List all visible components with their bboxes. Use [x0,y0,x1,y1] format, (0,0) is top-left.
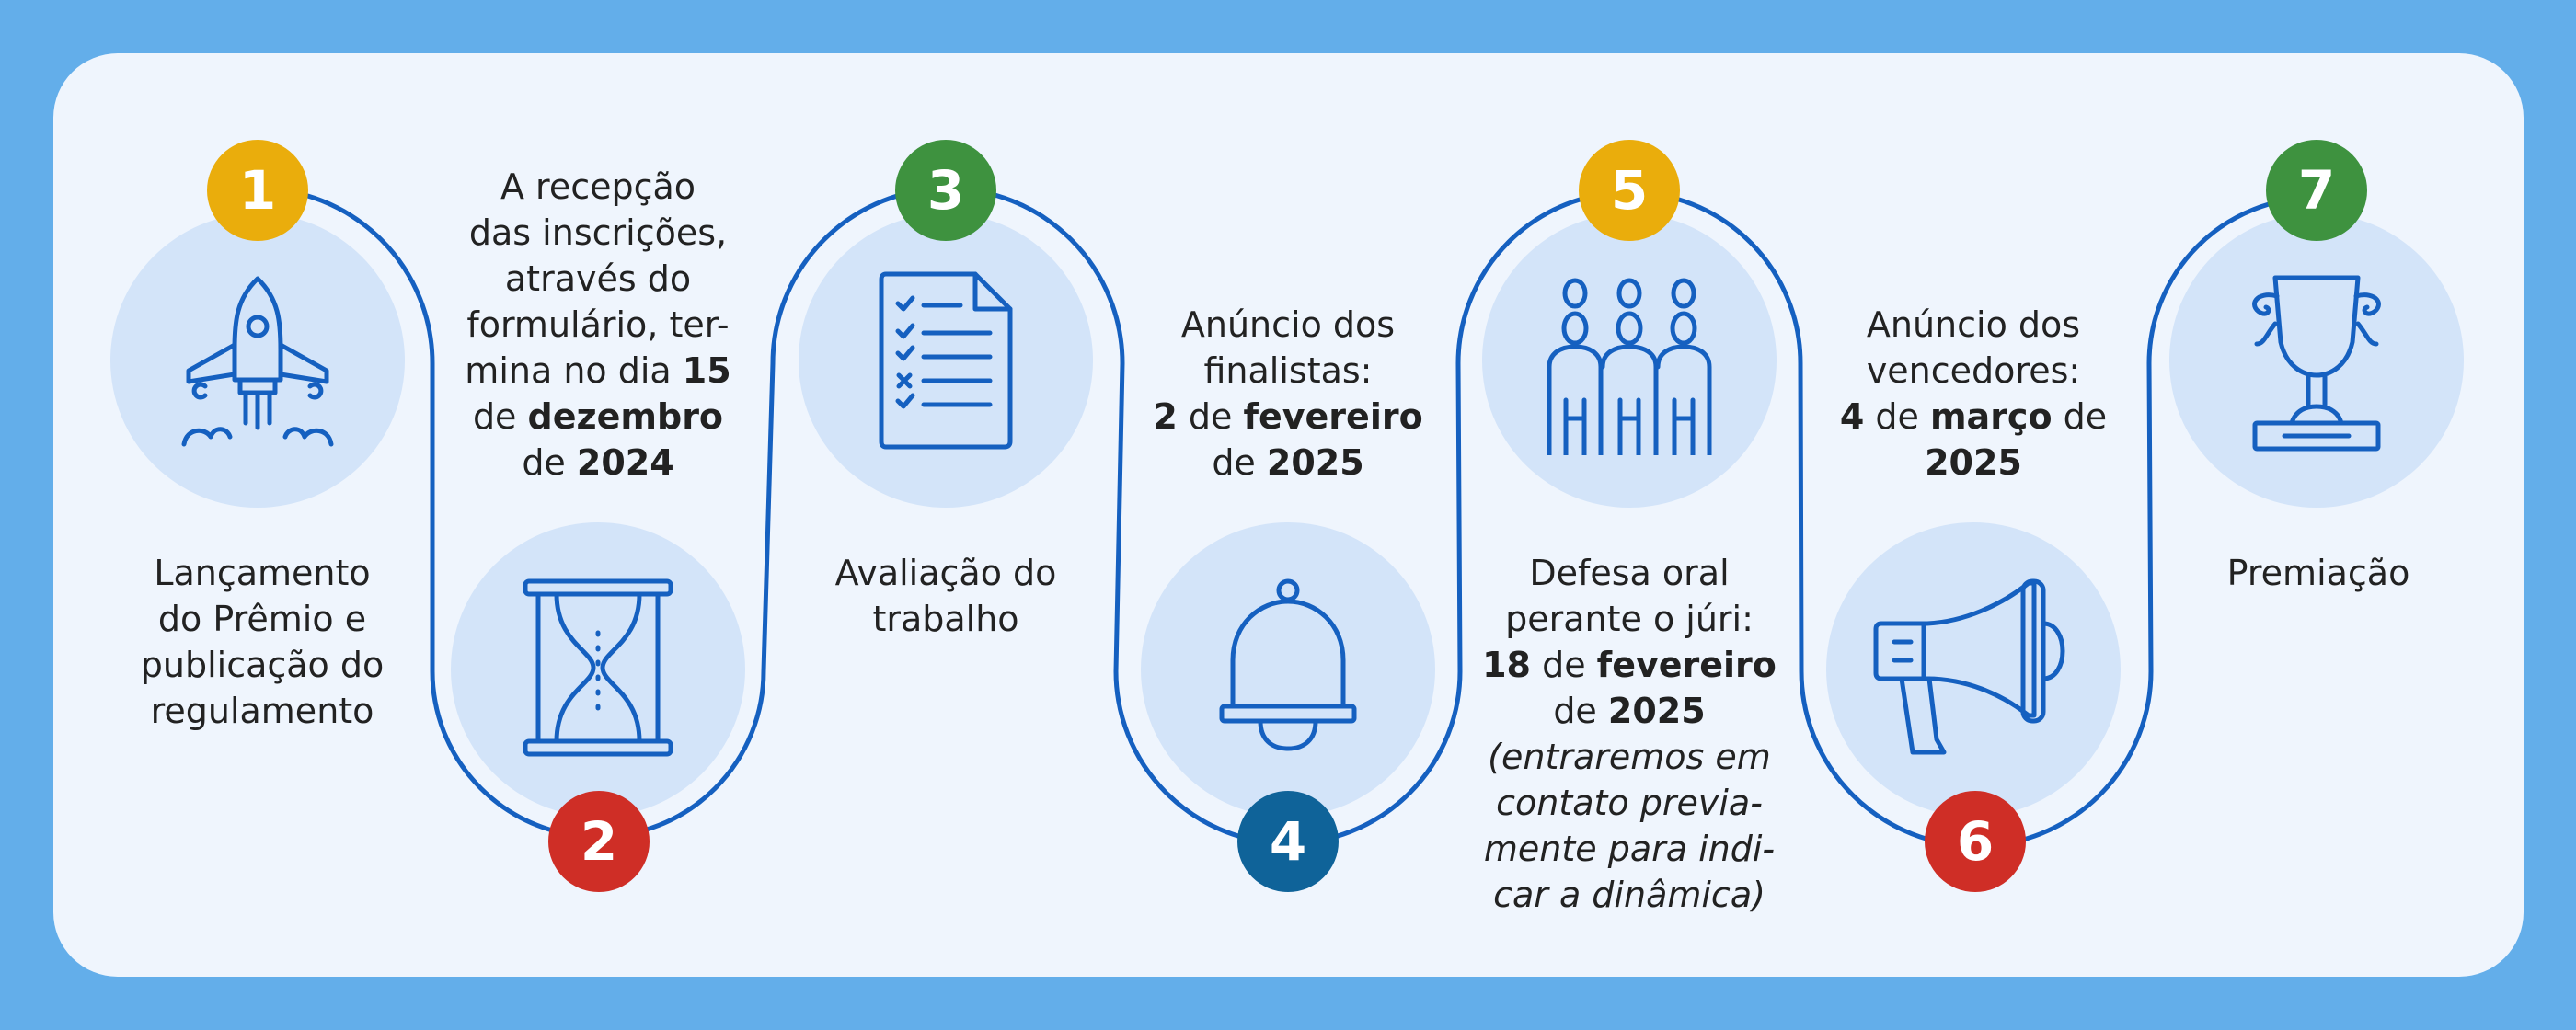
step-7-label: Premiação [2226,553,2410,593]
step-2-badge: 2 [548,791,650,892]
step-1-badge: 1 [207,140,308,241]
step-2-label: A recepção das inscrições, através do fo… [465,166,731,483]
group-icon [1547,278,1712,455]
step-4-label: Anúncio dos finalistas: 2 de fevereiro d… [1153,304,1423,483]
step-5-badge: 5 [1579,140,1680,241]
rocket-icon [181,276,334,447]
step-3-circle [799,213,1093,508]
step-6-badge: 6 [1925,791,2026,892]
step-7-circle [2169,213,2464,508]
step-6-label: Anúncio dos vencedores: 4 de março de 20… [1839,304,2108,483]
step-3-badge: 3 [895,140,996,241]
trophy-icon [2252,275,2381,452]
step-1-label: Lançamento do Prêmio e publicação do reg… [140,553,385,731]
step-7-badge: 7 [2266,140,2367,241]
hourglass-icon [523,578,673,757]
checklist-icon [879,271,1013,450]
step-3-label: Avaliação do trabalho [834,553,1057,639]
bell-icon [1219,578,1357,751]
step-4-badge: 4 [1237,791,1339,892]
step-1-circle [110,213,405,508]
step-2-circle [451,522,745,817]
step-5-circle [1482,213,1777,508]
megaphone-icon [1873,578,2065,755]
step-5-label: Defesa oral perante o júri: 18 de fevere… [1482,553,1777,915]
step-4-circle [1141,522,1435,817]
